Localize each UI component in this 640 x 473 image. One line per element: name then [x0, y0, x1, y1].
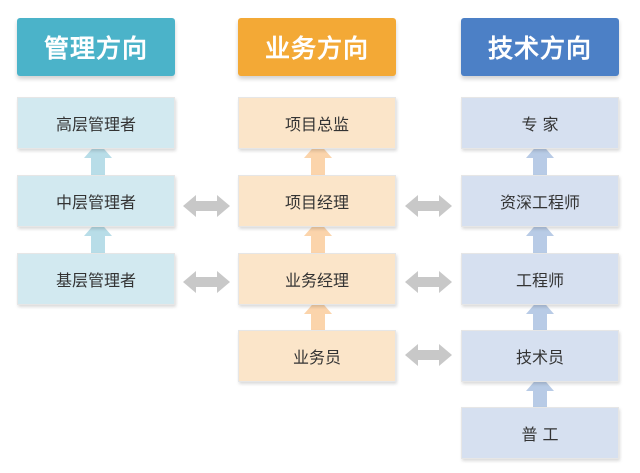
mgmt-level-middle-label: 中层管理者 [55, 193, 136, 212]
up-arrow-biz-1 [304, 142, 332, 175]
biz-level-business-manager: 业务经理 [238, 253, 396, 305]
up-arrow-tech-3 [526, 298, 554, 330]
tech-level-senior-engineer-label: 资深工程师 [499, 193, 580, 212]
tech-level-worker: 普 工 [461, 407, 619, 459]
header-management: 管理方向 [17, 18, 175, 76]
biz-level-director-label: 项目总监 [284, 115, 349, 134]
up-arrow-mgmt-2 [84, 220, 112, 253]
mgmt-level-base-label: 基层管理者 [55, 271, 136, 290]
mgmt-level-senior: 高层管理者 [17, 97, 175, 149]
up-arrow-mgmt-1 [84, 142, 112, 175]
header-management-label: 管理方向 [43, 34, 148, 63]
tech-level-senior-engineer: 资深工程师 [461, 175, 619, 227]
header-technical-label: 技术方向 [487, 34, 592, 63]
header-business: 业务方向 [238, 18, 396, 76]
biz-level-business-manager-label: 业务经理 [284, 271, 349, 290]
double-arrow-biz-tech-3 [405, 344, 452, 366]
up-arrow-biz-3 [304, 298, 332, 330]
mgmt-level-senior-label: 高层管理者 [55, 115, 136, 134]
biz-level-director: 项目总监 [238, 97, 396, 149]
tech-level-technician: 技术员 [461, 330, 619, 382]
tech-level-expert: 专 家 [461, 97, 619, 149]
biz-level-salesperson-label: 业务员 [292, 348, 341, 367]
mgmt-level-middle: 中层管理者 [17, 175, 175, 227]
up-arrow-tech-4 [526, 375, 554, 407]
up-arrow-tech-2 [526, 220, 554, 253]
biz-level-salesperson: 业务员 [238, 330, 396, 382]
double-arrow-mgmt-biz-2 [183, 271, 230, 293]
tech-level-expert-label: 专 家 [521, 115, 559, 134]
tech-level-engineer-label: 工程师 [515, 271, 564, 290]
double-arrow-biz-tech-1 [405, 195, 452, 217]
double-arrow-biz-tech-2 [405, 271, 452, 293]
biz-level-project-manager: 项目经理 [238, 175, 396, 227]
tech-level-technician-label: 技术员 [515, 348, 564, 367]
header-technical: 技术方向 [461, 18, 619, 76]
double-arrow-mgmt-biz-1 [183, 195, 230, 217]
up-arrow-tech-1 [526, 142, 554, 175]
header-business-label: 业务方向 [264, 34, 369, 63]
biz-level-project-manager-label: 项目经理 [284, 193, 349, 212]
tech-level-worker-label: 普 工 [521, 425, 559, 444]
up-arrow-biz-2 [304, 220, 332, 253]
tech-level-engineer: 工程师 [461, 253, 619, 305]
mgmt-level-base: 基层管理者 [17, 253, 175, 305]
